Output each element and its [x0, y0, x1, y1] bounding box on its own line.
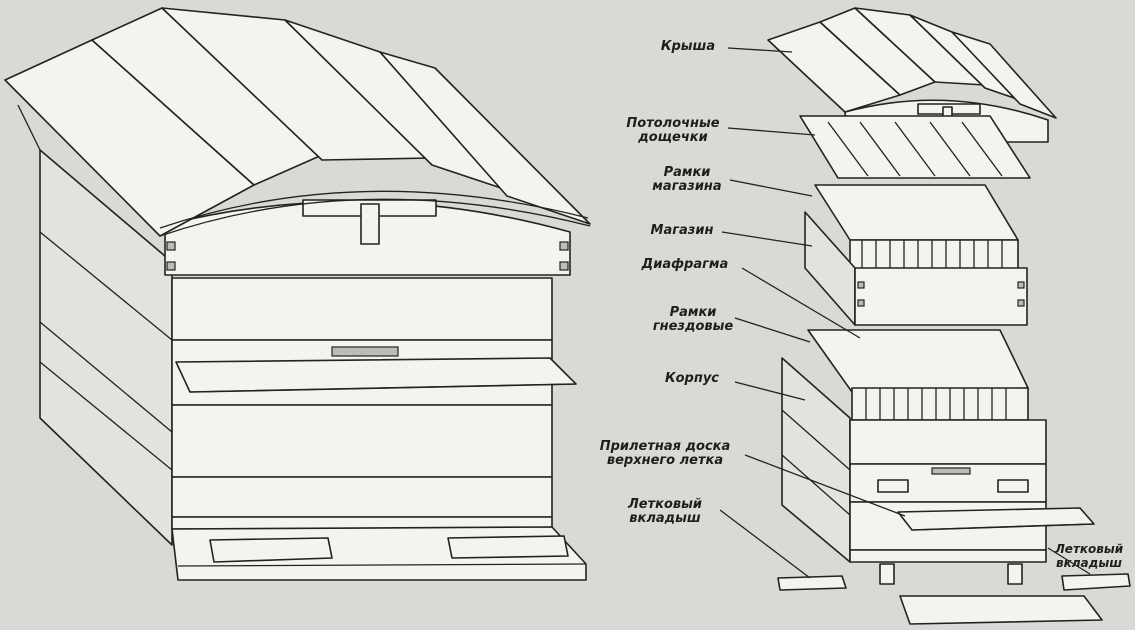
super-part — [804, 211, 1028, 326]
leader-lines — [719, 47, 1091, 579]
exploded-hive — [719, 7, 1131, 625]
label-body: Корпус — [664, 371, 720, 386]
label-super-frames: Рамки магазина — [652, 165, 722, 194]
ceiling-boards-part — [799, 115, 1031, 179]
label-brood-frames: Рамки гнездовые — [652, 305, 734, 334]
label-entrance-insert-right: Летковый вкладыш — [1054, 542, 1124, 570]
label-upper-landing-board: Прилетная доска верхнего летка — [599, 439, 731, 468]
assembled-hive — [4, 7, 591, 581]
brood-frames-part — [807, 329, 1029, 421]
label-roof: Крыша — [660, 39, 716, 54]
label-entrance-insert-left: Летковый вкладыш — [628, 497, 702, 526]
super-frames-part — [814, 184, 1019, 271]
label-diaphragm: Диафрагма — [641, 257, 729, 272]
label-ceiling-boards: Потолочные дощечки — [626, 116, 720, 145]
label-super: Магазин — [650, 223, 714, 238]
body-part — [777, 357, 1131, 625]
